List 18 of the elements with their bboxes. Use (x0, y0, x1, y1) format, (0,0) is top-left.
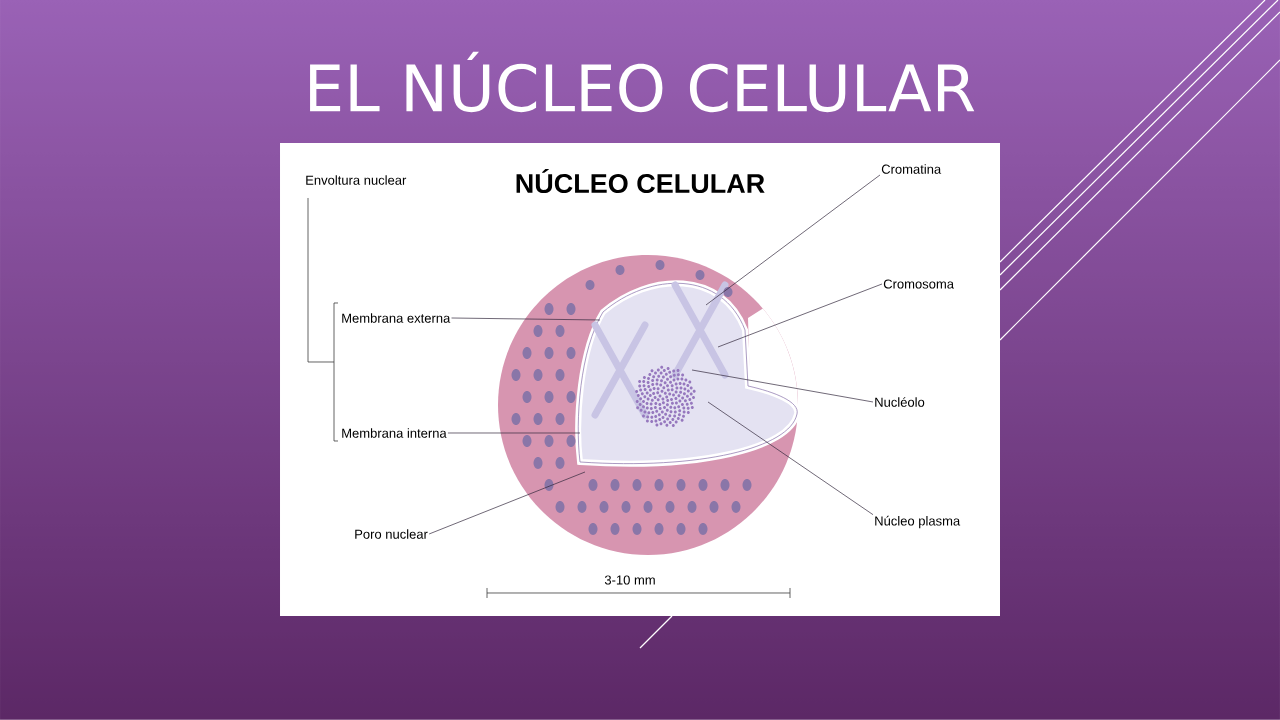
leader-line (447, 432, 581, 434)
leader-line (428, 471, 586, 535)
leader-line (707, 401, 874, 515)
part-label: Cromatina (881, 164, 942, 174)
leader-line (691, 369, 874, 403)
leader-line (705, 174, 881, 306)
part-label: Poro nuclear (355, 529, 428, 539)
part-label: Membrana interna (342, 428, 447, 438)
leader-line (717, 283, 883, 348)
part-label: Membrana externa (342, 313, 451, 323)
part-label: Núcleo plasma (875, 515, 961, 529)
part-label: Envoltura nuclear (306, 175, 407, 185)
slide-title: EL NÚCLEO CELULAR (310, 51, 975, 113)
part-label: Nucléolo (875, 397, 925, 407)
figure-title: NÚCLEO CELULAR (516, 168, 765, 194)
leader-line (451, 317, 601, 321)
dimension-label: 3-10 mm (604, 575, 655, 585)
part-label: Cromosoma (883, 279, 954, 289)
